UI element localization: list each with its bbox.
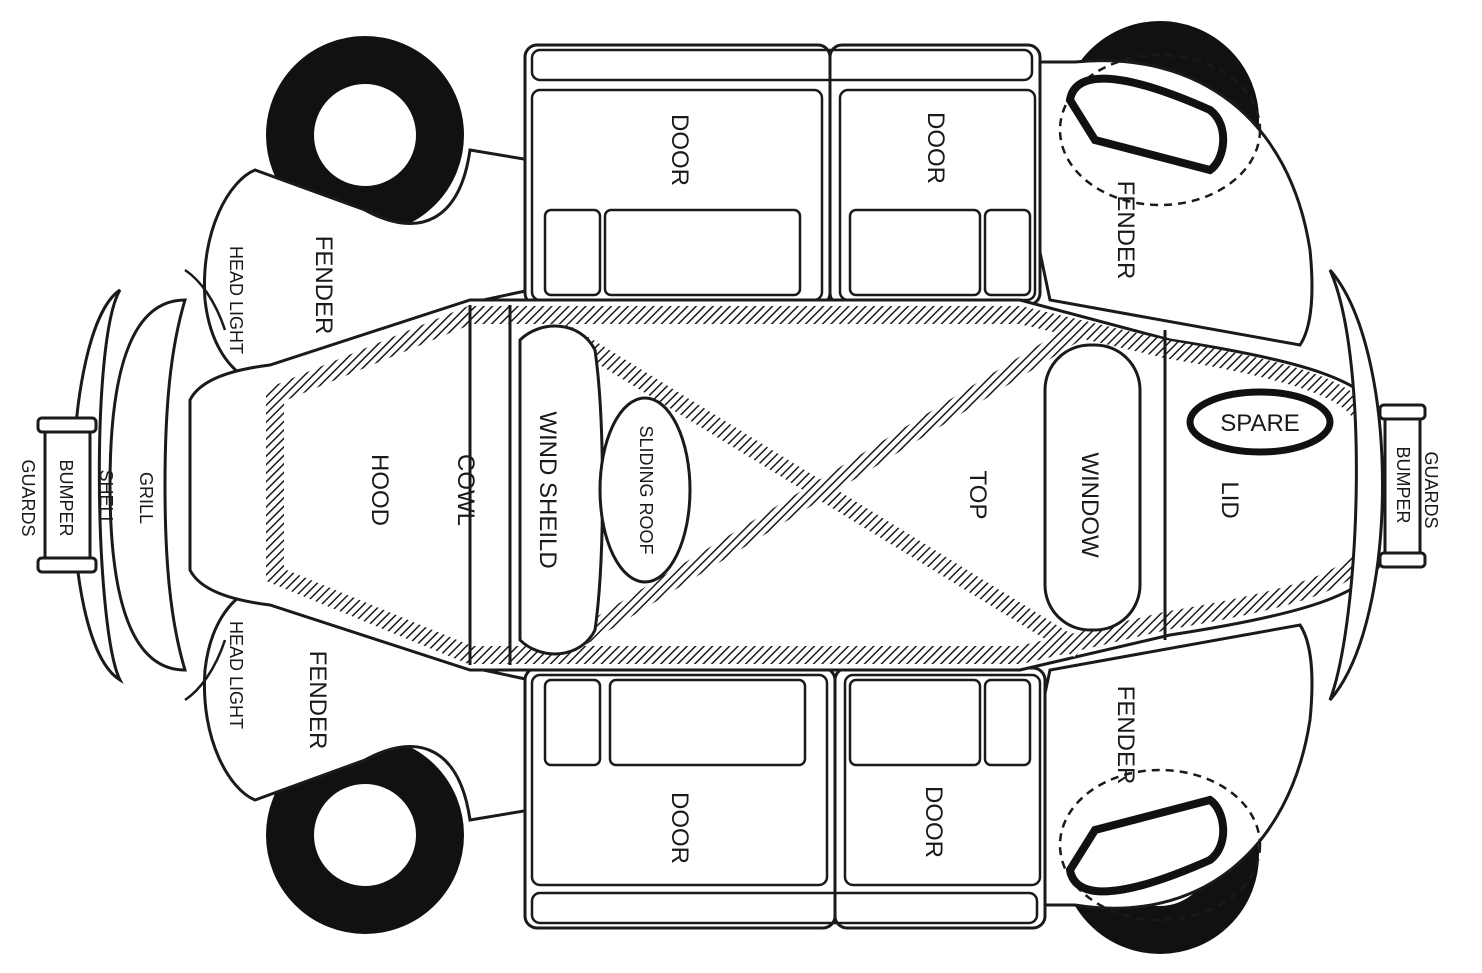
label-front-shell: SHELL: [96, 469, 116, 526]
label-door-rear-top: DOOR: [922, 112, 949, 184]
label-door-rear-bottom: DOOR: [920, 786, 947, 858]
label-head-light-top: HEAD LIGHT: [226, 246, 246, 354]
label-hood: HOOD: [366, 454, 393, 526]
front-guard-bottom: [38, 558, 96, 572]
label-front-guards: GUARDS: [18, 459, 38, 536]
label-fender-front-top: FENDER: [310, 236, 337, 335]
rear-guard-bottom: [1380, 553, 1425, 567]
label-fender-rear-top: FENDER: [1112, 181, 1139, 280]
label-door-front-bottom: DOOR: [666, 792, 693, 864]
rear-guard-top: [1380, 405, 1425, 419]
label-sliding-roof: SLIDING ROOF: [636, 425, 656, 554]
label-spare: SPARE: [1220, 410, 1300, 437]
label-window: WINDOW: [1076, 452, 1103, 558]
label-front-bumper: BUMPER: [56, 459, 76, 536]
wheel-front-top: [290, 60, 440, 210]
label-front-grill: GRILL: [136, 472, 156, 524]
label-head-light-bottom: HEAD LIGHT: [226, 621, 246, 729]
label-rear-bumper: BUMPER: [1393, 446, 1413, 523]
label-top: TOP: [964, 471, 991, 520]
label-wind-shield: WIND SHEILD: [534, 411, 561, 568]
label-fender-front-bottom: FENDER: [304, 651, 331, 750]
label-cowl: COWL: [452, 454, 479, 526]
label-fender-rear-bottom: FENDER: [1112, 686, 1139, 785]
label-rear-guards: GUARDS: [1421, 451, 1441, 528]
front-guard-top: [38, 418, 96, 432]
label-lid: LID: [1216, 481, 1243, 518]
label-door-front-top: DOOR: [666, 114, 693, 186]
wheel-front-bottom: [290, 760, 440, 910]
